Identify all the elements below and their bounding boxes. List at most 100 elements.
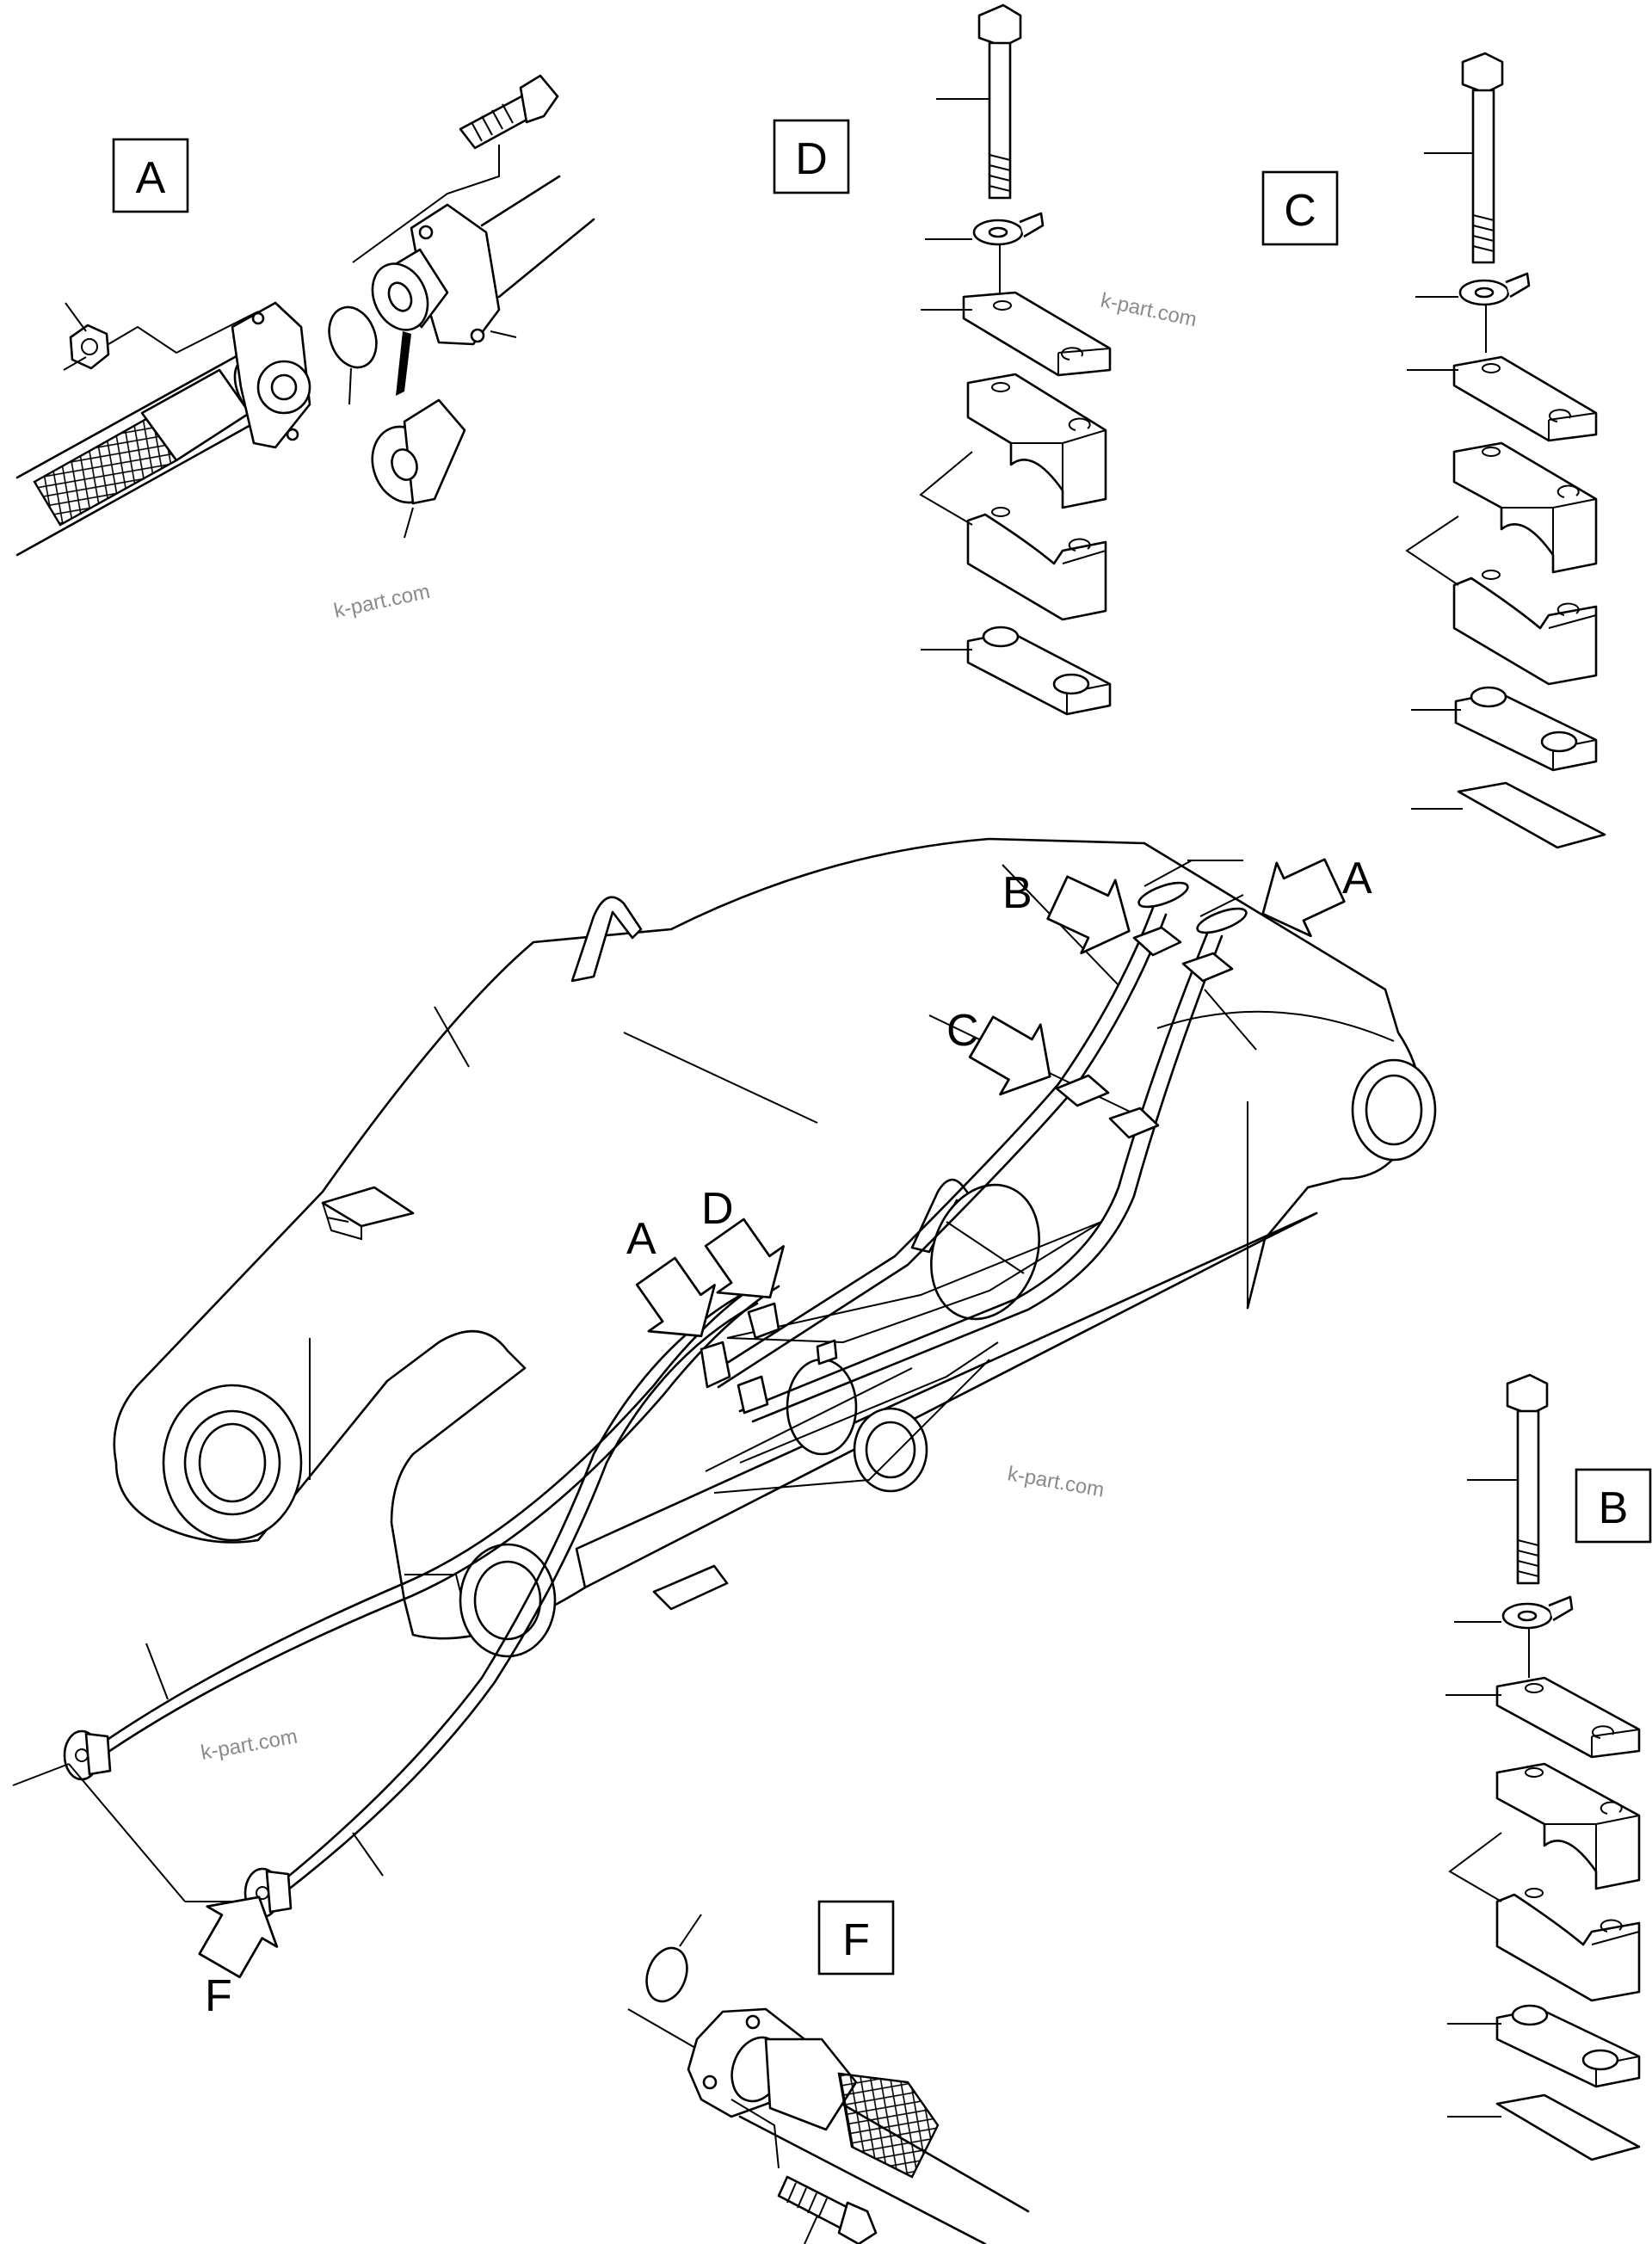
inner-web — [705, 1341, 999, 1472]
pivot-boss-center — [786, 1358, 928, 1493]
pipe-left — [704, 906, 1155, 1378]
shim-plate — [1457, 781, 1606, 849]
callout-c-mid: C — [946, 1006, 979, 1056]
clamp-plate-top — [962, 291, 1112, 377]
pivot-boss-left — [162, 1384, 303, 1542]
callout-arrow-icon — [1244, 842, 1353, 952]
clamp-plate-top — [1495, 1676, 1641, 1759]
clamp-leader — [919, 451, 973, 526]
bolt-icon — [777, 2175, 878, 2244]
hose-lower — [282, 1289, 750, 1882]
detail-f: F — [627, 1900, 1030, 2244]
hose-ferrule — [764, 2037, 858, 2131]
detail-f-label-box — [817, 1900, 895, 1976]
pipe-clamp-icon — [966, 373, 1107, 509]
shim-plate — [1495, 2093, 1641, 2161]
nut-leader — [63, 302, 87, 371]
watermark: k-part.com — [1006, 1462, 1106, 1501]
pivot-boss-right — [1351, 1058, 1437, 1162]
detail-a: A — [15, 74, 595, 623]
pipe-flange-guide — [1143, 860, 1244, 917]
watermark: k-part.com — [199, 1725, 299, 1765]
watermark: k-part.com — [1099, 288, 1199, 331]
detail-a-label: A — [136, 153, 166, 203]
callout-a-mid: A — [626, 1214, 656, 1264]
bolt-icon — [1461, 52, 1504, 264]
nut-icon — [69, 324, 110, 370]
lifting-eye — [570, 896, 643, 983]
hose-fitting-left — [63, 1729, 112, 1781]
clamp-leader — [1448, 1832, 1502, 1902]
lock-washer — [972, 212, 1045, 246]
direction-arrow — [396, 331, 411, 396]
pipe-clamp-icon — [1452, 570, 1598, 686]
clamp-leader — [1405, 515, 1459, 586]
detail-b-label-box — [1575, 1468, 1652, 1544]
fitting-reference-line — [12, 1763, 250, 1902]
detail-b: B — [1446, 1373, 1652, 2161]
detail-c-label-box — [1261, 170, 1339, 246]
mating-flange — [371, 175, 595, 346]
bracket — [321, 1186, 415, 1228]
inner-web — [713, 1359, 990, 1494]
callout-b-top: B — [1002, 868, 1032, 918]
callout-a-top: A — [1342, 854, 1372, 903]
hose-routing: k-part.com k-part.com — [12, 860, 1248, 1919]
hose-leader — [145, 1643, 169, 1700]
pipe-flange-top-left — [1137, 881, 1189, 909]
detail-c: C — [1261, 52, 1606, 849]
pipe-clamp-icon — [1495, 1762, 1641, 1890]
clamp-plate-bottom — [966, 626, 1112, 716]
watermark: k-part.com — [332, 580, 432, 623]
detail-d-label: D — [795, 134, 828, 184]
o-ring-leader — [679, 1914, 702, 1947]
callout-arrow-icon — [1039, 860, 1148, 969]
bolt-leader-2 — [804, 2215, 818, 2244]
pipe-flange-top-right — [1196, 907, 1248, 934]
lock-washer — [1458, 272, 1531, 306]
inner-web — [726, 1221, 1102, 1344]
detail-b-label: B — [1599, 1483, 1629, 1533]
bolt-leader — [730, 2099, 780, 2169]
main-arm — [113, 837, 1437, 1658]
arm-edge — [1246, 1211, 1318, 1310]
callout-d-mid: D — [701, 1184, 734, 1234]
nut-to-flange-line — [108, 311, 259, 354]
hose-leader — [352, 1832, 384, 1877]
skid-plate — [652, 1564, 729, 1611]
pipe-clamp-icon — [966, 507, 1107, 621]
detail-c-label: C — [1284, 186, 1316, 236]
o-ring-icon — [645, 1946, 688, 2003]
pipe-right — [738, 928, 1211, 1413]
o-ring-leader — [348, 367, 352, 405]
bolt-icon — [1506, 1373, 1549, 1585]
bracket-line — [322, 1202, 362, 1241]
detail-d-label-box — [773, 119, 850, 194]
arm-edge — [575, 1211, 1318, 1589]
plug-icon — [371, 398, 466, 539]
cover-plate-line — [946, 1221, 1025, 1274]
split-flange — [231, 301, 311, 449]
detail-f-label: F — [842, 1915, 870, 1965]
panel-line — [623, 1014, 1145, 1124]
lock-washer — [1501, 1595, 1574, 1630]
bolt-icon — [459, 74, 559, 150]
pipe-clamp-icon — [1495, 1888, 1641, 2002]
pipe-clamp-icon — [1452, 441, 1598, 574]
pipe-clamp-icon — [700, 926, 1234, 1415]
bolt-leader — [352, 145, 500, 263]
detail-d: D — [773, 3, 1199, 716]
detail-a-label-box — [112, 138, 189, 213]
arm-leader — [434, 1006, 470, 1068]
arm-outline — [113, 837, 1421, 1640]
callout-f-bottom: F — [205, 1971, 232, 2021]
bolt-icon — [977, 3, 1022, 200]
clamp-plate-bottom — [1454, 686, 1598, 772]
o-ring-icon — [328, 305, 378, 369]
clamp-plate-bottom — [1495, 2004, 1641, 2088]
pivot-boss-middle — [459, 1543, 557, 1658]
arm-edge — [1156, 1010, 1395, 1042]
clamp-plate-top — [1452, 355, 1598, 442]
hose-braid — [837, 2072, 940, 2179]
